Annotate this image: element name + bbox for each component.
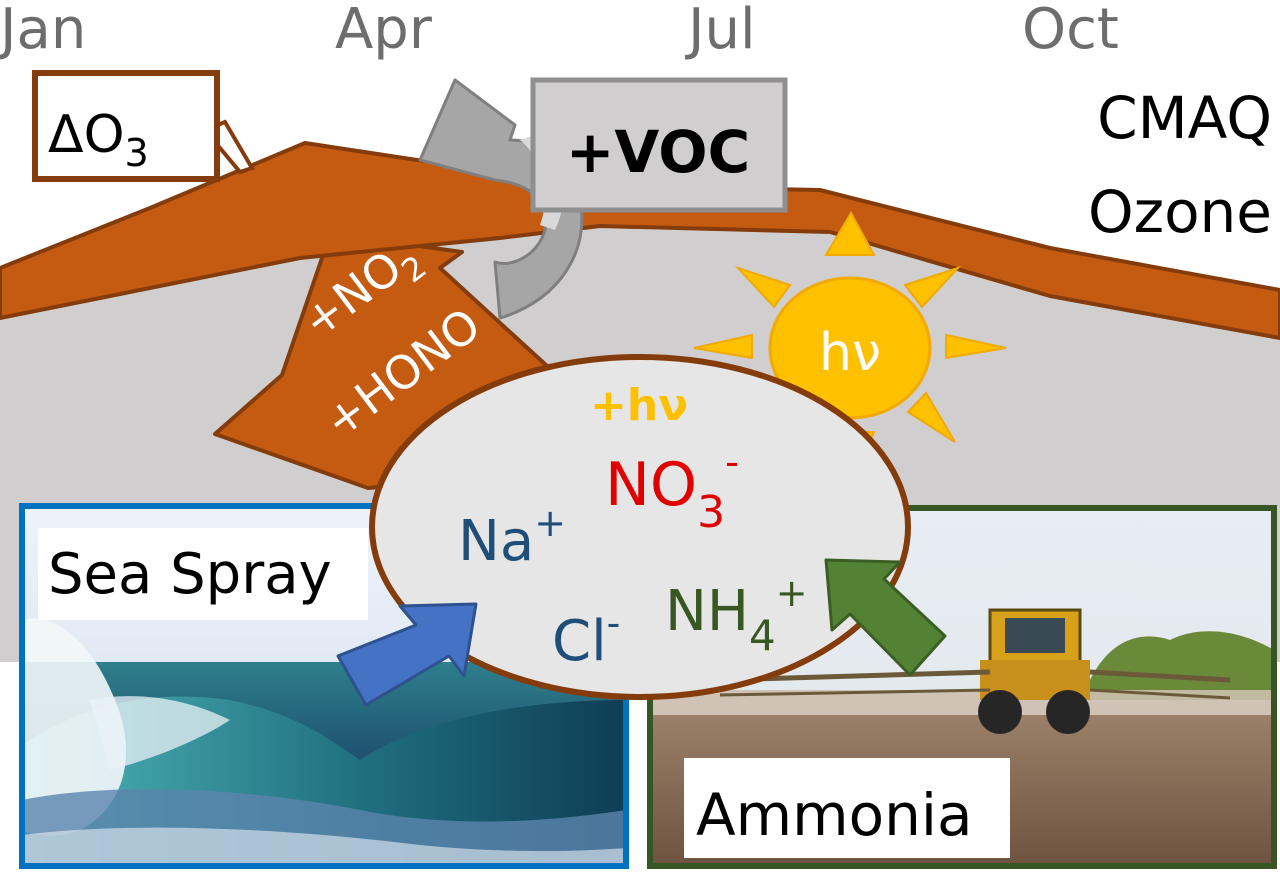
ammonia-label-bg <box>684 758 1010 858</box>
ozone-label: Ozone <box>1088 178 1272 246</box>
month-label-jan: Jan <box>0 0 86 62</box>
aerosol-hv-label: +hν <box>590 380 688 431</box>
month-label-jul: Jul <box>685 0 756 62</box>
cmaq-label: CMAQ <box>1097 84 1272 152</box>
sea-spray-arrow <box>336 602 478 707</box>
voc-box: +VOC <box>530 77 788 213</box>
month-label-apr: Apr <box>335 0 433 62</box>
ammonia-panel: Ammonia <box>647 505 1277 869</box>
chloride-ion: Cl- <box>552 601 620 674</box>
sea-spray-label: Sea Spray <box>48 542 332 607</box>
nitrate-ion: NO3- <box>605 440 739 538</box>
tree-line <box>1090 631 1274 700</box>
wave-spray <box>22 618 127 836</box>
aerosol-particle: +hν NO3- Na+ Cl- NH4+ <box>369 354 911 700</box>
ozone-band <box>0 141 1280 340</box>
ammonia-arrow <box>824 558 947 677</box>
ammonia-label: Ammonia <box>696 781 973 849</box>
ammonium-ion: NH4+ <box>665 571 808 660</box>
sun-hv-label: hν <box>819 323 881 383</box>
sea-spray-label-bg <box>38 528 368 620</box>
sodium-ion: Na+ <box>458 501 566 574</box>
month-label-oct: Oct <box>1022 0 1119 62</box>
delta-o3-callout: ΔO3 <box>32 70 255 182</box>
voc-label: +VOC <box>566 118 750 186</box>
sea-spray-panel: Sea Spray <box>19 503 629 869</box>
delta-o3-label: ΔO3 <box>48 105 149 175</box>
